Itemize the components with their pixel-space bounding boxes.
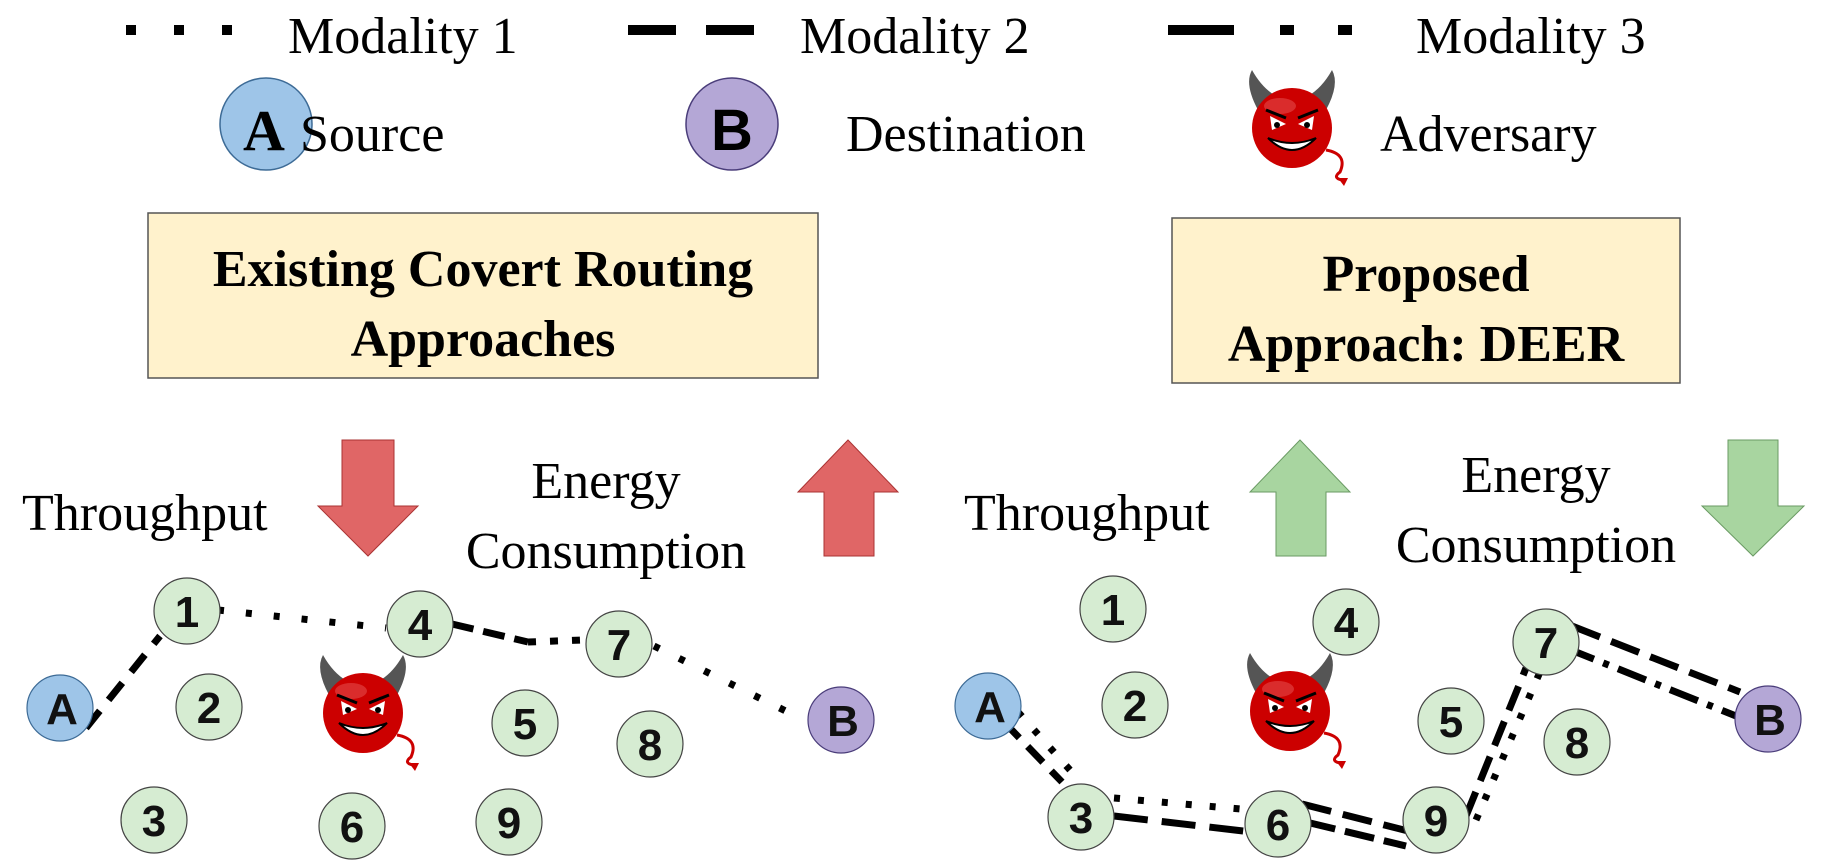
source-node-letter: A: [243, 98, 285, 163]
node-5: 5: [1417, 687, 1485, 755]
adversary-devil-icon: [1245, 651, 1348, 771]
route-segment-7-b-dashdot: [1564, 644, 1738, 720]
node-8: 8: [1543, 708, 1611, 776]
modality3-label: Modality 3: [1416, 8, 1646, 65]
svg-text:1: 1: [1101, 586, 1125, 635]
legend-modality1: Modality 1: [126, 8, 518, 65]
node-6: 6: [318, 792, 386, 860]
node-source-a: A: [26, 674, 94, 742]
source-node-icon: [219, 77, 313, 171]
legend-adversary: Adversary: [1247, 68, 1597, 188]
existing-title-line1: Existing Covert Routing: [213, 241, 753, 298]
node-source-a: A: [954, 672, 1022, 740]
legend-destination: B Destination: [685, 77, 1086, 171]
destination-node-letter: B: [711, 98, 753, 163]
route-segment-9-7-dot: [1472, 670, 1544, 822]
svg-text:1: 1: [175, 588, 199, 637]
svg-text:5: 5: [513, 700, 537, 749]
node-9: 9: [475, 788, 543, 856]
node-1: 1: [1079, 575, 1147, 643]
node-destination-b: B: [807, 686, 875, 754]
modality2-label: Modality 2: [800, 8, 1030, 65]
modality1-label: Modality 1: [288, 8, 518, 65]
svg-text:4: 4: [1334, 599, 1359, 648]
existing-energy-label-line2: Consumption: [466, 523, 746, 580]
proposed-throughput-label: Throughput: [964, 485, 1210, 542]
existing-energy-up-arrow-icon: [796, 439, 900, 557]
existing-throughput-down-arrow-icon: [316, 439, 420, 557]
route-segment-6-9-dash: [1301, 800, 1413, 836]
proposed-throughput-up-arrow-icon: [1248, 439, 1352, 557]
destination-node-icon: [685, 77, 779, 171]
route-segment-7-b: [652, 642, 806, 724]
svg-text:B: B: [827, 697, 859, 746]
adversary-label: Adversary: [1380, 106, 1597, 163]
svg-text:7: 7: [607, 621, 631, 670]
node-destination-b: B: [1734, 685, 1802, 753]
svg-text:B: B: [1754, 696, 1786, 745]
existing-energy-label-line1: Energy: [531, 453, 680, 510]
svg-text:A: A: [46, 685, 78, 734]
node-5: 5: [491, 689, 559, 757]
svg-text:3: 3: [142, 797, 166, 846]
node-7: 7: [1512, 608, 1580, 676]
destination-label: Destination: [846, 106, 1086, 163]
source-label: Source: [300, 106, 444, 163]
svg-text:8: 8: [638, 721, 662, 770]
route-segment-7-b-dash: [1570, 622, 1742, 696]
route-segment-a-3-dash: [1001, 719, 1065, 785]
svg-text:2: 2: [1123, 682, 1147, 731]
svg-text:2: 2: [197, 684, 221, 733]
node-4: 4: [1312, 588, 1380, 656]
svg-text:9: 9: [497, 799, 521, 848]
proposed-energy-label-line1: Energy: [1461, 447, 1610, 504]
proposed-network: 1 2 3 4 5 6 7 8 9 A B: [954, 575, 1802, 858]
svg-text:8: 8: [1565, 719, 1589, 768]
svg-text:6: 6: [1266, 801, 1290, 850]
route-segment-3-6-dash: [1113, 812, 1253, 836]
svg-text:4: 4: [408, 601, 433, 650]
existing-approach-title-box: Existing Covert Routing Approaches: [147, 212, 819, 379]
legend-source: A Source: [219, 77, 444, 171]
route-segment-4-7b: [527, 636, 585, 646]
route-segment-a-3-dot: [1015, 709, 1073, 773]
node-3: 3: [120, 786, 188, 854]
existing-title-line2: Approaches: [351, 311, 616, 368]
proposed-energy-down-arrow-icon: [1700, 439, 1806, 557]
svg-text:6: 6: [340, 803, 364, 852]
existing-network: 1 2 3 4 5 6 7 8 9 A B: [26, 577, 875, 860]
existing-route: [83, 606, 806, 731]
node-2: 2: [1101, 671, 1169, 739]
node-7: 7: [585, 610, 653, 678]
existing-throughput-label: Throughput: [22, 485, 268, 542]
proposed-title-line1: Proposed: [1322, 246, 1529, 303]
svg-text:A: A: [974, 683, 1006, 732]
proposed-approach-title-box: Proposed Approach: DEER: [1171, 217, 1681, 384]
node-8: 8: [616, 710, 684, 778]
legend-modality3: Modality 3: [1168, 8, 1646, 65]
route-segment-1-4: [217, 606, 387, 632]
route-segment-9-7-dash: [1462, 666, 1530, 818]
node-9: 9: [1402, 786, 1470, 854]
svg-text:9: 9: [1424, 797, 1448, 846]
node-3: 3: [1047, 783, 1115, 851]
route-segment-4-7a: [451, 620, 529, 646]
node-2: 2: [175, 673, 243, 741]
node-1: 1: [153, 577, 221, 645]
node-6: 6: [1244, 790, 1312, 858]
devil-icon: [1247, 68, 1350, 188]
svg-text:7: 7: [1534, 619, 1558, 668]
route-segment-6-9-dash2: [1305, 818, 1407, 850]
route-segment-3-6-dot: [1113, 794, 1253, 814]
svg-text:5: 5: [1439, 698, 1463, 747]
adversary-devil-icon: [318, 653, 421, 773]
proposed-energy-label-line2: Consumption: [1396, 517, 1676, 574]
legend-modality2: Modality 2: [628, 8, 1030, 65]
proposed-title-line2: Approach: DEER: [1228, 316, 1626, 373]
svg-text:3: 3: [1069, 794, 1093, 843]
proposed-route: [1001, 622, 1742, 850]
route-segment-a-1: [83, 633, 163, 731]
node-4: 4: [386, 590, 454, 658]
